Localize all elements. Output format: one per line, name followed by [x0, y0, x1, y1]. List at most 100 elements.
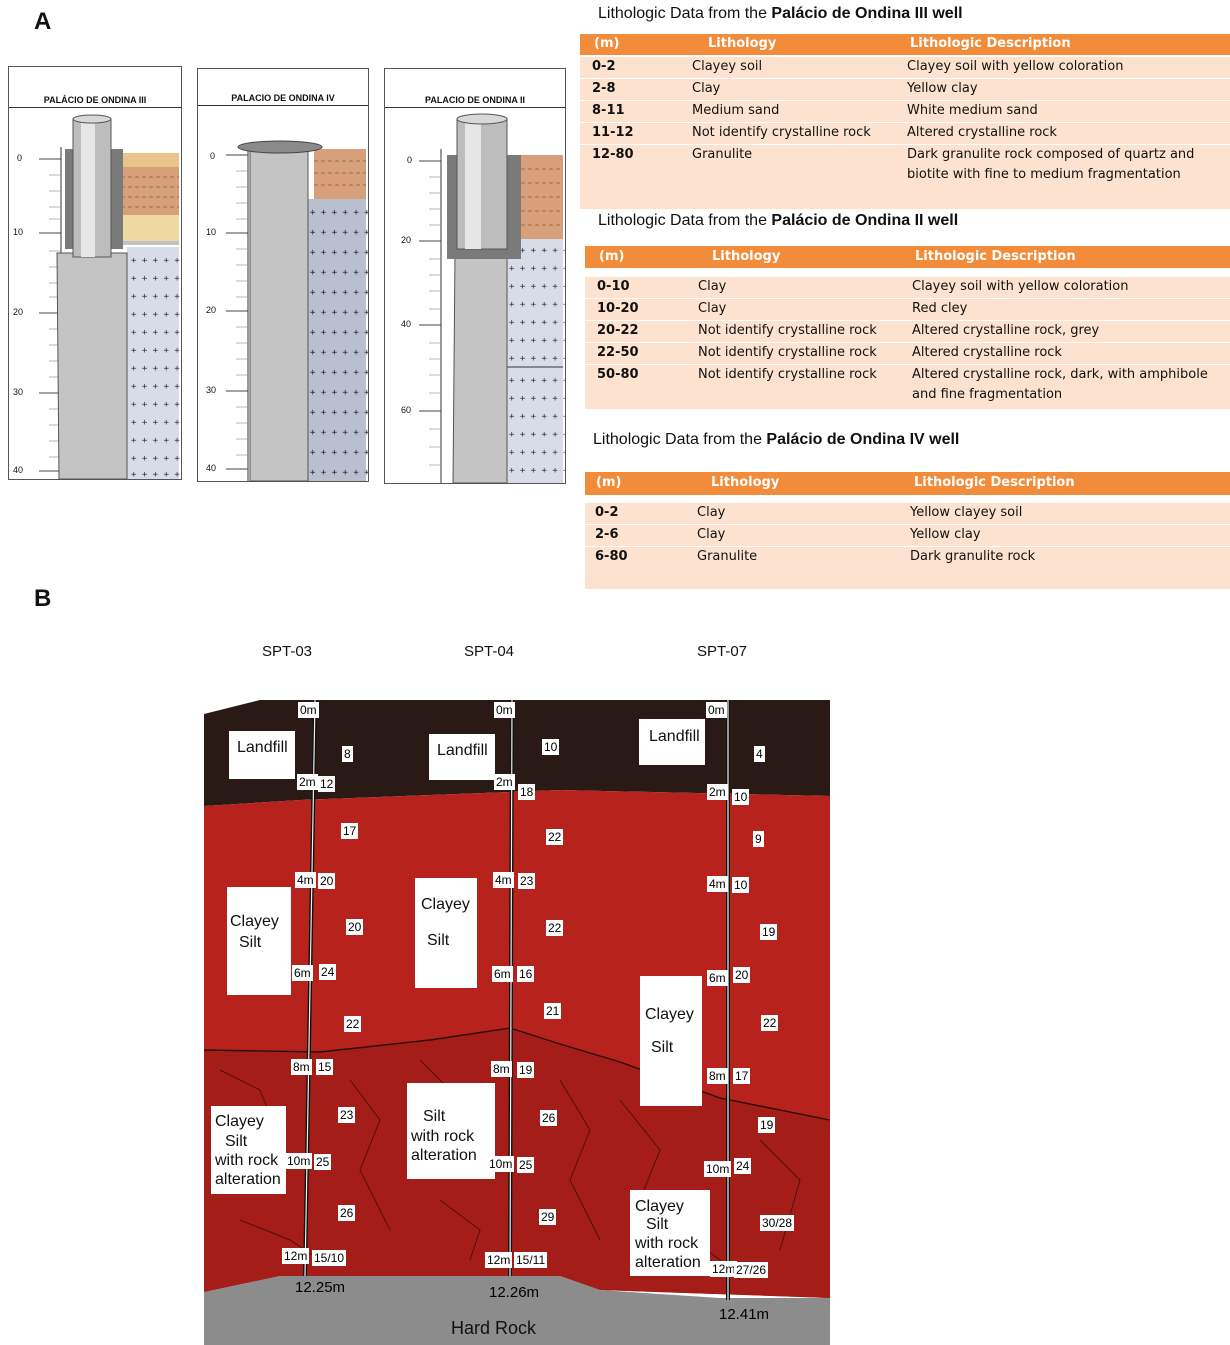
table-title-ondina-ii: Lithologic Data from the Palácio de Ondi… [598, 212, 959, 229]
svg-text:+ + + + + +: + + + + + + [509, 412, 565, 422]
table-row: 0-10 Clay Clayey soil with yellow colora… [585, 276, 1230, 298]
svg-text:+ + + + + +: + + + + + + [509, 264, 565, 274]
svg-text:+ + + + +: + + + + + [131, 346, 180, 356]
table-header: (m) Lithology Lithologic Description [585, 472, 1230, 495]
lithology-table-ondina-iv: (m) Lithology Lithologic Description 0-2… [585, 472, 1230, 589]
nspt-value: 19 [758, 1117, 776, 1133]
nspt-value: 20 [733, 967, 751, 983]
table-row: 20-22 Not identify crystalline rock Alte… [585, 320, 1230, 342]
nspt-value: 22 [344, 1016, 362, 1032]
svg-text:+ + + + +: + + + + + [131, 418, 180, 428]
table-header: (m) Lithology Lithologic Description [580, 34, 1230, 55]
nspt-value: 15 [316, 1059, 334, 1075]
altered-silt-label-spt04: Silt with rock alteration [407, 1083, 495, 1179]
depth-tick: 0 [17, 153, 23, 163]
svg-text:+ + + + +: + + + + + [131, 364, 180, 374]
table-title-ondina-iii: Lithologic Data from the Palácio de Ondi… [598, 5, 963, 22]
svg-text:+ + + + + +: + + + + + + [509, 448, 565, 458]
well-profile-graphic: + + + + + + + + + + + + + + + + + + + + + +… [39, 114, 180, 479]
table-row: 2-6 Clay Yellow clay [585, 524, 1230, 546]
nspt-value: 22 [546, 920, 564, 936]
depth-marker: 10m [487, 1156, 515, 1172]
svg-text:+ + + + + +: + + + + + + [509, 376, 565, 386]
svg-text:+ + + + + +: + + + + + + [310, 348, 368, 358]
nspt-value: 22 [761, 1015, 779, 1031]
well-diagram-ondina-iv: PALACIO DE ONDINA IV + + + + + + + + + + … [197, 68, 369, 482]
svg-text:+ + + + + +: + + + + + + [310, 268, 368, 278]
clayey-silt-label-spt07: Clayey Silt [640, 976, 702, 1106]
svg-text:+ + + + + +: + + + + + + [509, 336, 565, 346]
nspt-value: 16 [517, 966, 535, 982]
table-row: 22-50 Not identify crystalline rock Alte… [585, 342, 1230, 364]
table-row: 11-12 Not identify crystalline rock Alte… [580, 122, 1230, 144]
svg-text:+ + + + + +: + + + + + + [310, 208, 368, 218]
well-profile-graphic: + + + + + + + + + + + + + + + + + + + + + … [419, 113, 565, 483]
svg-text:+ + + + + +: + + + + + + [509, 354, 565, 364]
lithology-table-ondina-iii: (m) Lithology Lithologic Description 0-2… [580, 34, 1230, 209]
svg-text:+ + + + + +: + + + + + + [310, 248, 368, 258]
nspt-value: 19 [517, 1062, 535, 1078]
nspt-value: 17 [733, 1068, 751, 1084]
depth-marker: 0m [706, 702, 727, 718]
well-diagram-ondina-iii: PALÁCIO DE ONDINA III + + + + ++ + + + +… [8, 66, 182, 480]
depth-marker: 6m [292, 965, 313, 981]
depth-tick: 0 [210, 151, 216, 161]
depth-marker: 4m [493, 872, 514, 888]
panel-b-letter: B [34, 585, 52, 612]
depth-marker: 12m [485, 1252, 513, 1268]
depth-marker: 4m [295, 872, 316, 888]
depth-marker: 10m [285, 1153, 313, 1169]
nspt-value: 25 [314, 1154, 332, 1170]
landfill-label-spt03: Landfill [229, 731, 295, 779]
svg-text:+ + + + + +: + + + + + + [509, 466, 565, 476]
svg-text:+ + + + + +: + + + + + + [509, 300, 565, 310]
lithology-table-ondina-ii: (m) Lithology Lithologic Description 0-1… [585, 246, 1230, 409]
landfill-label-spt07: Landfill [639, 719, 705, 765]
nspt-value: 26 [338, 1205, 356, 1221]
svg-text:+ + + + + +: + + + + + + [509, 318, 565, 328]
depth-marker: 2m [297, 774, 318, 790]
final-depth-spt03: 12.25m [295, 1279, 346, 1296]
nspt-value: 27/26 [734, 1262, 769, 1278]
depth-tick: 20 [13, 307, 24, 317]
svg-text:+ + + + + +: + + + + + + [310, 228, 368, 238]
landfill-label-spt04: Landfill [429, 734, 495, 780]
nspt-value: 4 [754, 746, 765, 762]
nspt-value: 23 [338, 1107, 356, 1123]
svg-text:+ + + + + +: + + + + + + [310, 368, 368, 378]
depth-tick: 40 [206, 463, 217, 473]
nspt-value: 20 [318, 873, 336, 889]
depth-marker: 0m [494, 702, 515, 718]
nspt-value: 10 [542, 739, 560, 755]
table-row: 0-2 Clayey soil Clayey soil with yellow … [580, 56, 1230, 78]
depth-tick: 60 [401, 405, 412, 415]
table-row: 50-80 Not identify crystalline rock Alte… [585, 364, 1230, 409]
depth-marker: 12m [282, 1248, 310, 1264]
nspt-value: 10 [732, 789, 750, 805]
svg-text:+ + + + + +: + + + + + + [509, 430, 565, 440]
svg-text:+ + + + + +: + + + + + + [310, 428, 368, 438]
well-title: PALÁCIO DE ONDINA III [43, 95, 147, 105]
depth-marker: 8m [291, 1059, 312, 1075]
well-diagram-ondina-ii: PALACIO DE ONDINA II + + + + + ++ + + + … [384, 68, 566, 484]
nspt-value: 26 [540, 1110, 558, 1126]
depth-marker: 6m [707, 970, 728, 986]
depth-tick: 10 [206, 227, 217, 237]
svg-text:+ + + + +: + + + + + [131, 292, 180, 302]
nspt-value: 22 [546, 829, 564, 845]
depth-marker: 12m [710, 1261, 738, 1277]
depth-tick: 40 [13, 465, 24, 475]
table-header: (m) Lithology Lithologic Description [585, 246, 1230, 268]
well-title: PALACIO DE ONDINA IV [231, 93, 335, 103]
svg-text:+ + + + + +: + + + + + + [310, 408, 368, 418]
svg-text:+ + + + +: + + + + + [131, 256, 180, 266]
table-row: 0-2 Clay Yellow clayey soil [585, 502, 1230, 524]
depth-tick: 0 [407, 155, 413, 165]
depth-marker: 4m [707, 876, 728, 892]
depth-tick: 40 [401, 319, 412, 329]
depth-tick: 20 [206, 305, 217, 315]
nspt-value: 23 [518, 873, 536, 889]
panel-a-letter: A [34, 8, 52, 35]
table-row: 6-80 Granulite Dark granulite rock [585, 546, 1230, 589]
table-row: 10-20 Clay Red cley [585, 298, 1230, 320]
